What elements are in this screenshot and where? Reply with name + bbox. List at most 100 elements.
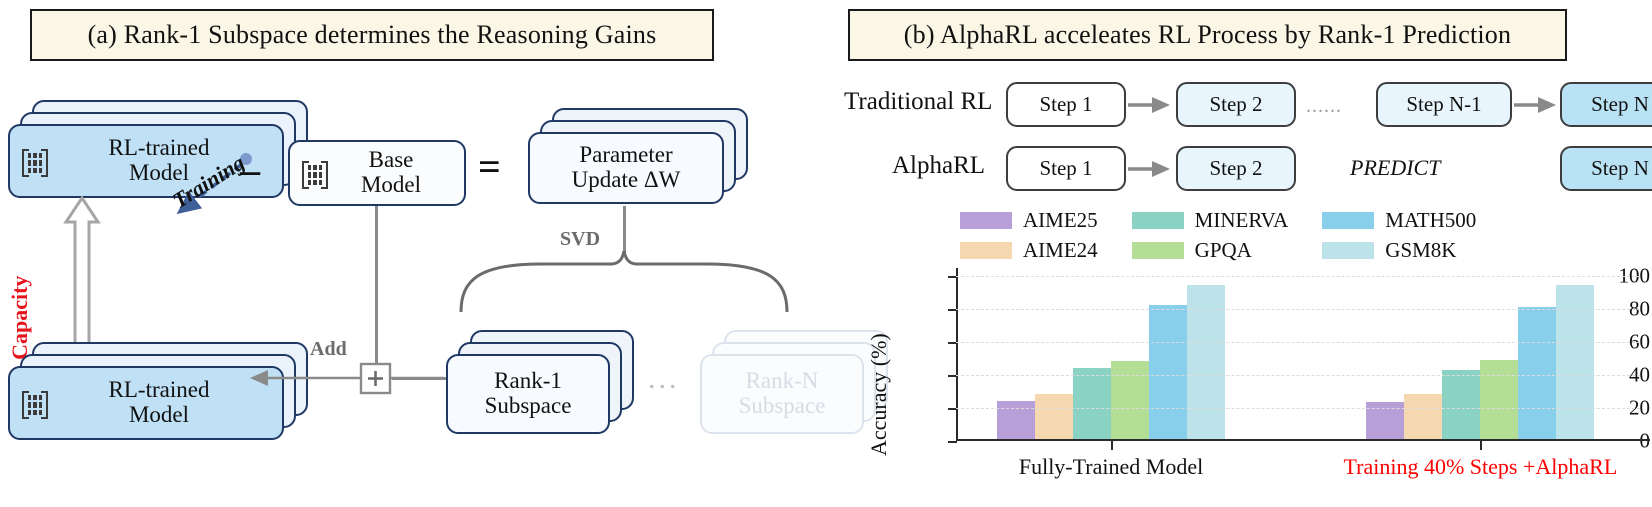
legend-item-aime25: AIME25 <box>960 208 1098 233</box>
bar-gpqa-1 <box>1111 361 1150 441</box>
y-tick-mark <box>948 441 957 443</box>
connector-param-down <box>623 206 626 256</box>
legend-swatch <box>960 212 1012 229</box>
gridline <box>956 342 1640 344</box>
y-tick-label: 100 <box>1618 263 1651 288</box>
operator-equals: = <box>478 144 501 189</box>
flow-row-label-traditional: Traditional RL <box>844 88 993 115</box>
bar-math500-1 <box>1149 305 1188 441</box>
x-tick-mark <box>1480 441 1483 450</box>
y-tick-label: 80 <box>1629 296 1650 321</box>
x-category-label-1: Fully-Trained Model <box>1018 454 1204 479</box>
panel-b-title: (b) AlphaRL acceleates RL Process by Ran… <box>848 9 1567 61</box>
flow-separator-dots: ...... <box>1306 95 1342 117</box>
gridline <box>956 408 1640 410</box>
legend-item-math500: MATH500 <box>1322 208 1476 233</box>
step-traditional-n[interactable]: Step N <box>1560 82 1652 127</box>
y-tick-label: 60 <box>1629 329 1650 354</box>
legend-swatch <box>1131 242 1184 259</box>
matrix-icon <box>302 161 328 189</box>
x-axis-line <box>956 438 1650 441</box>
bar-minerva-2 <box>1442 369 1481 441</box>
legend-item-minerva: MINERVA <box>1131 208 1289 233</box>
plus-junction-icon <box>359 362 392 395</box>
bar-minerva-1 <box>1073 368 1112 441</box>
bar-gsm8k-2 <box>1556 285 1595 441</box>
y-tick-mark <box>948 375 957 377</box>
arrow-right-icon <box>1514 97 1556 113</box>
bar-aime24-2 <box>1404 394 1443 441</box>
y-tick-mark <box>948 342 957 344</box>
bar-gpqa-2 <box>1480 359 1519 441</box>
panel-a-title: (a) Rank-1 Subspace determines the Reaso… <box>30 9 714 61</box>
legend-item-gpqa: GPQA <box>1131 238 1289 263</box>
connector-base-down <box>375 206 378 378</box>
legend-label: GSM8K <box>1385 238 1457 262</box>
connector-plus-to-rank1 <box>392 377 446 380</box>
legend-item-aime24: AIME24 <box>960 238 1098 263</box>
y-axis-line <box>956 268 959 441</box>
gridline <box>956 375 1640 377</box>
y-tick-label: 40 <box>1629 362 1650 387</box>
step-alpharl-1[interactable]: Step 1 <box>1006 146 1126 191</box>
panel-b: (b) AlphaRL acceleates RL Process by Ran… <box>828 0 1652 507</box>
legend-swatch <box>960 242 1012 259</box>
arrow-right-icon <box>1128 97 1170 113</box>
bar-gsm8k-1 <box>1187 284 1226 441</box>
step-alpharl-n[interactable]: Step N <box>1560 146 1652 191</box>
arrow-right-icon <box>1128 161 1170 177</box>
flow-row-label-alpharl: AlphaRL <box>892 152 986 179</box>
x-category-label-2: Training 40% Steps +AlphaRL <box>1343 454 1618 479</box>
legend-label: GPQA <box>1194 238 1252 262</box>
legend-label: MINERVA <box>1194 208 1289 232</box>
y-axis-label: Accuracy (%) <box>866 333 891 456</box>
step-traditional-2[interactable]: Step 2 <box>1176 82 1296 127</box>
gridline <box>956 276 1640 278</box>
panel-a: (a) Rank-1 Subspace determines the Reaso… <box>7 9 888 440</box>
y-tick-label: 20 <box>1629 395 1650 420</box>
svd-label: SVD <box>560 228 601 250</box>
bar-math500-2 <box>1518 306 1557 441</box>
accuracy-bar-chart: Accuracy (%) 020406080100 Fully-Trained … <box>860 258 1650 507</box>
legend-swatch <box>1322 212 1375 229</box>
training-arrow-icon <box>176 153 252 215</box>
y-tick-mark <box>948 408 957 410</box>
step-traditional-1[interactable]: Step 1 <box>1006 82 1126 127</box>
bar-aime25-1 <box>997 400 1036 441</box>
legend-label: AIME25 <box>1023 208 1098 232</box>
step-alpharl-2[interactable]: Step 2 <box>1176 146 1296 191</box>
gridline <box>956 309 1640 311</box>
legend-label: AIME24 <box>1023 238 1098 262</box>
legend-swatch <box>1131 212 1184 229</box>
svd-brace-icon <box>459 250 789 313</box>
x-tick-mark <box>1111 441 1113 450</box>
legend-swatch <box>1322 242 1375 259</box>
legend-item-gsm8k: GSM8K <box>1322 238 1476 263</box>
step-traditional-n-1[interactable]: Step N-1 <box>1376 82 1512 127</box>
predict-label: PREDICT <box>1350 155 1441 180</box>
bar-aime24-1 <box>1035 394 1074 441</box>
ellipsis-between-subspaces: ... <box>648 362 680 395</box>
matrix-icon <box>22 149 48 177</box>
y-tick-mark <box>948 309 957 311</box>
legend-label: MATH500 <box>1385 208 1477 232</box>
matrix-icon <box>22 391 48 419</box>
add-label: Add <box>310 338 347 360</box>
